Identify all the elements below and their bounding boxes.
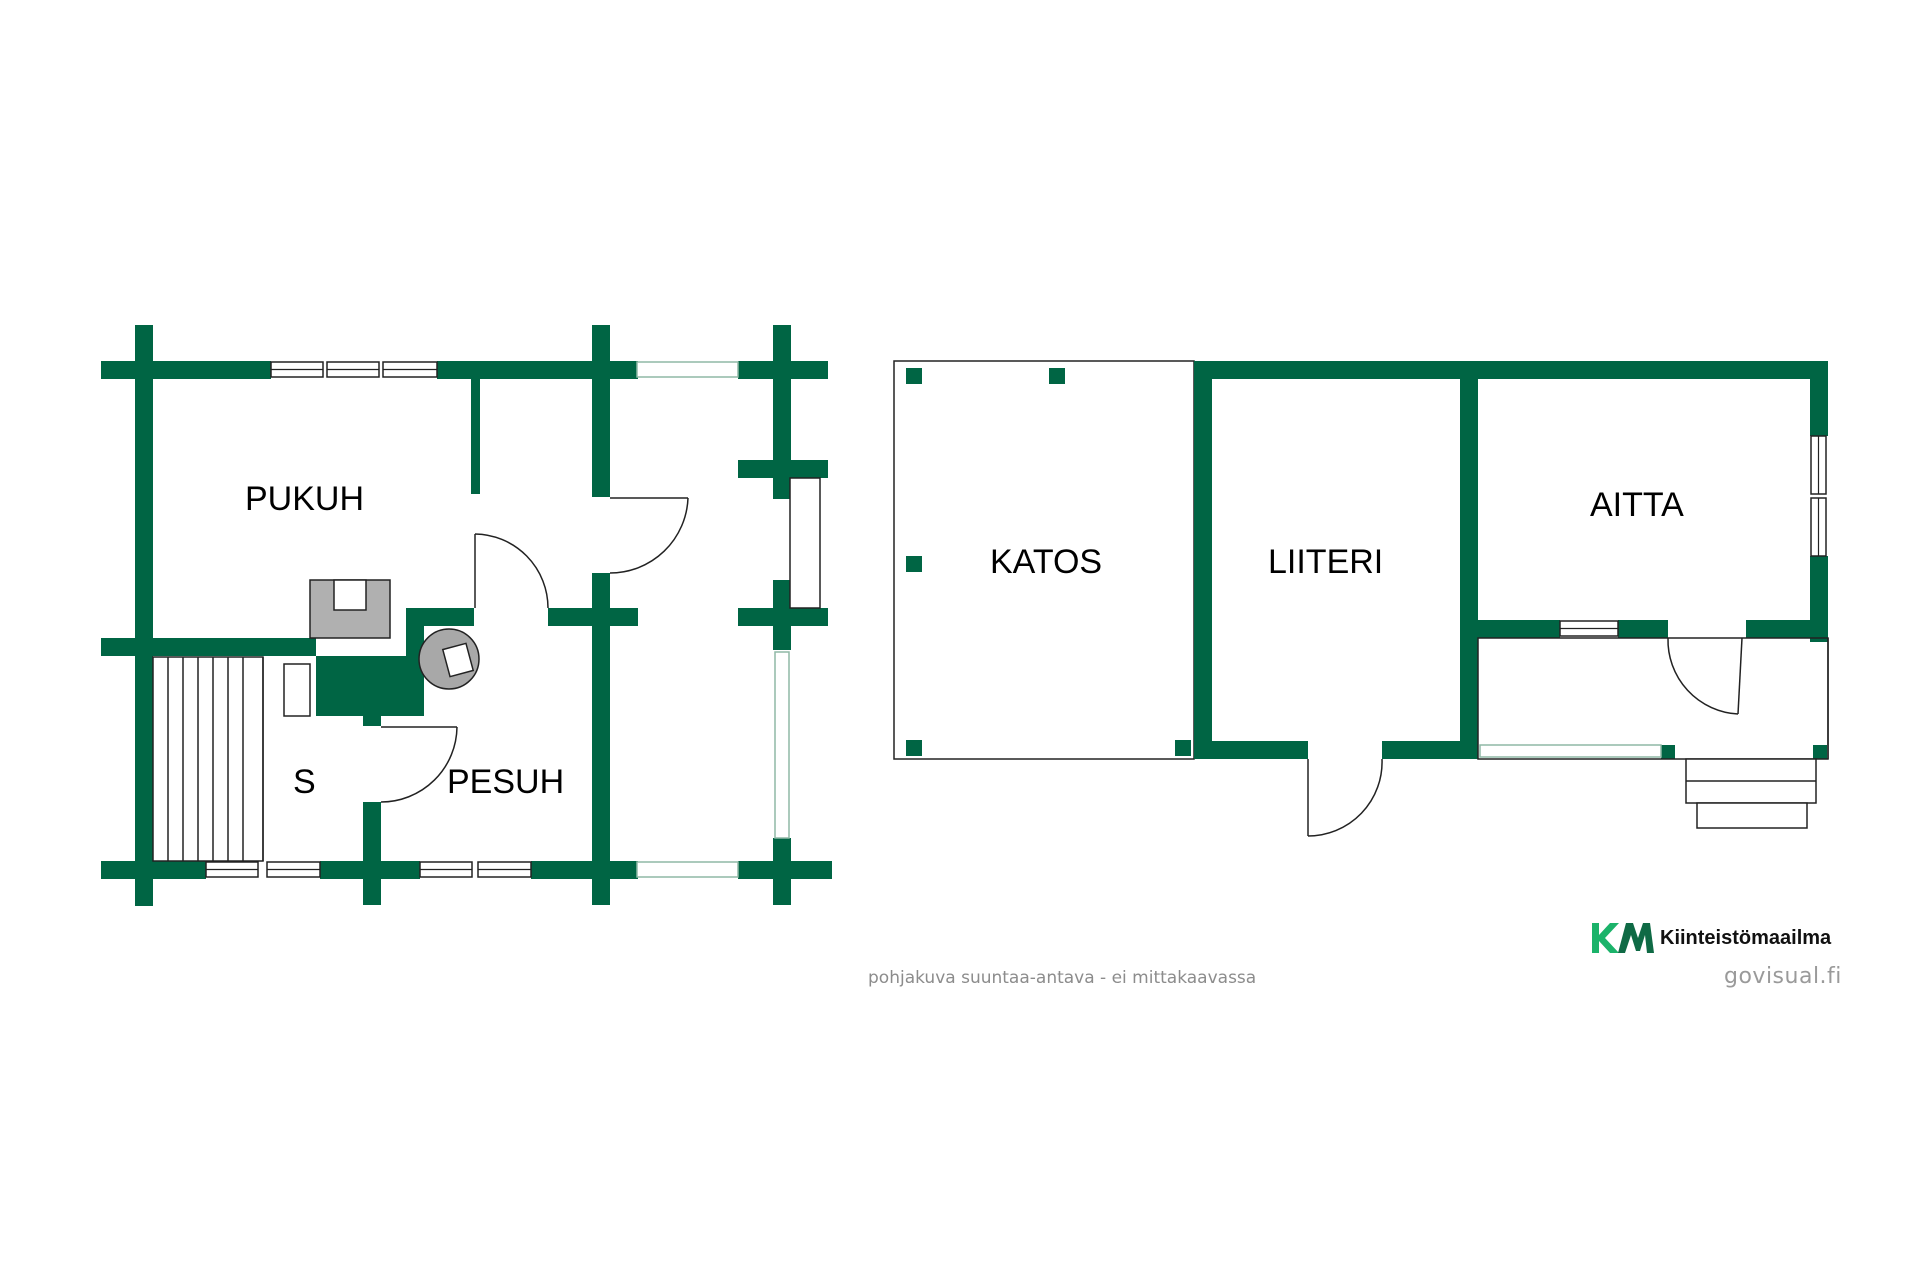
wall-corner (773, 838, 791, 905)
post (1175, 740, 1191, 756)
sauna-building (101, 325, 832, 906)
wall-inner (101, 638, 316, 656)
room-label-katos: KATOS (990, 543, 1102, 581)
katos-posts (906, 368, 1191, 756)
porch-openings (636, 361, 790, 878)
wall-inner (592, 379, 610, 497)
post (906, 368, 922, 384)
wall-top (101, 361, 271, 379)
plan-disclaimer: pohjakuva suuntaa-antava - ei mittakaava… (868, 968, 1257, 988)
wall-right (738, 460, 828, 478)
wall-left (135, 361, 153, 905)
post (906, 740, 922, 756)
window (789, 477, 821, 609)
wall-corner (773, 325, 791, 361)
room-label-aitta: AITTA (1590, 486, 1684, 524)
storage-glazing (1560, 436, 1820, 630)
wall-bottom (320, 861, 420, 879)
opening (774, 651, 790, 839)
opening (1479, 744, 1662, 758)
storage-doors (1307, 637, 1743, 837)
wall-corner (592, 879, 610, 905)
wall-bottom (101, 861, 206, 879)
wall-top (1194, 361, 1828, 379)
km-logo-icon (1592, 923, 1654, 953)
post (1049, 368, 1065, 384)
logo-name: Kiinteistömaailma (1660, 926, 1832, 949)
sauna-doors (380, 497, 689, 803)
stove (309, 579, 480, 690)
opening (636, 361, 739, 378)
wall-bottom (1382, 741, 1478, 759)
entrance-steps (1685, 758, 1817, 829)
wall-bottom (592, 861, 638, 879)
wall-left (1194, 361, 1212, 759)
wall-top (592, 361, 638, 379)
wall-right (738, 608, 828, 626)
wall-top (738, 361, 828, 379)
wall-inner (1478, 620, 1560, 638)
kiinteistomaailma-logo: Kiinteistömaailma (1590, 921, 1831, 955)
room-label-pesuh: PESUH (447, 763, 564, 801)
storage-outlines (1477, 637, 1829, 760)
wall-inner (471, 379, 480, 494)
wall-corner (363, 879, 381, 905)
room-label-pukuh: PUKUH (245, 480, 364, 518)
wall-inner (1460, 379, 1478, 741)
post (1813, 745, 1827, 759)
window-glazing (206, 368, 531, 871)
room-label-liiteri: LIITERI (1268, 543, 1383, 581)
post (906, 556, 922, 572)
wall-corner (592, 325, 610, 361)
wall-corner (135, 880, 153, 906)
room-label-s: S (293, 763, 316, 801)
wall-inner (406, 608, 424, 716)
wall-inner (1618, 620, 1668, 638)
wall-inner (592, 573, 610, 905)
water-bucket (283, 663, 311, 717)
wall-inner (1746, 620, 1828, 638)
wall-bottom (1194, 741, 1308, 759)
opening (636, 861, 739, 878)
wall-right (773, 379, 791, 499)
plan-credit: govisual.fi (1724, 964, 1842, 989)
storage-windows (1559, 435, 1827, 637)
post (1661, 745, 1675, 759)
wall-corner (135, 325, 153, 361)
stove-base (316, 656, 412, 716)
sauna-benches (152, 656, 311, 862)
wall-inner (363, 716, 381, 726)
wall-top (437, 361, 637, 379)
wall-right (1810, 361, 1828, 436)
storage-walls (1194, 361, 1828, 759)
